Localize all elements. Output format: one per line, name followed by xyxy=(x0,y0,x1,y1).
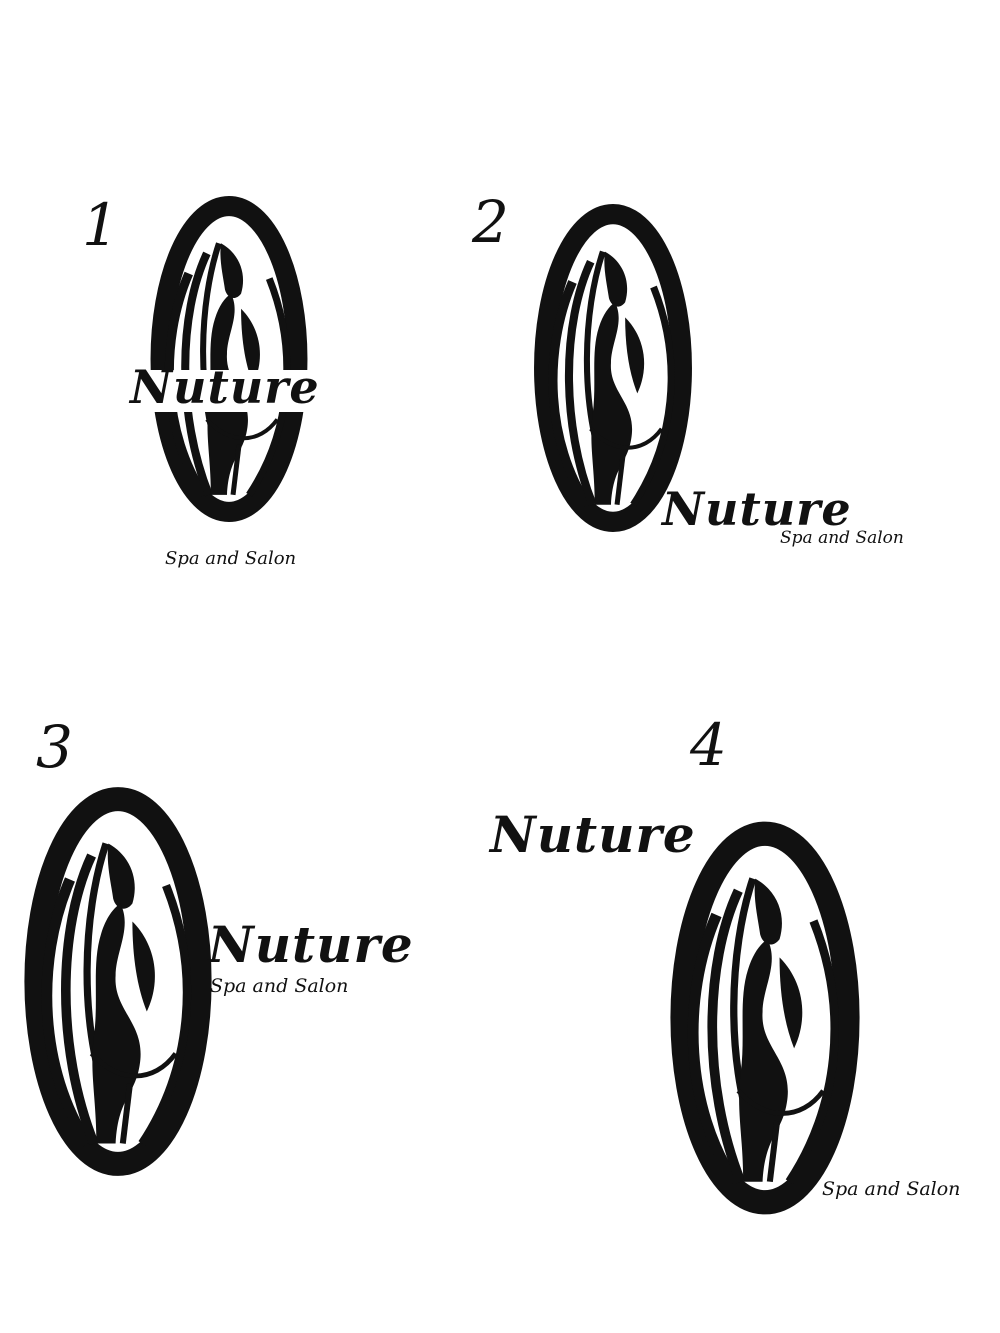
tagline: Spa and Salon xyxy=(210,975,349,997)
woman-silhouette-oval-icon xyxy=(532,187,694,549)
variant-number: 4 xyxy=(690,711,727,779)
variant-number: 2 xyxy=(472,188,509,256)
variant-number: 1 xyxy=(82,191,119,259)
tagline: Spa and Salon xyxy=(822,1178,961,1200)
brand-band xyxy=(135,370,325,412)
woman-silhouette-oval-icon xyxy=(668,806,862,1230)
brand-name: Nuture xyxy=(490,805,696,864)
tagline: Spa and Salon xyxy=(780,528,904,548)
woman-silhouette-oval-icon xyxy=(148,193,310,525)
tagline: Spa and Salon xyxy=(165,548,297,569)
brand-name: Nuture xyxy=(662,482,852,536)
brand-name: Nuture xyxy=(130,360,320,414)
brand-name: Nuture xyxy=(208,915,414,974)
woman-silhouette-oval-icon xyxy=(22,769,214,1194)
variant-number: 3 xyxy=(36,713,73,781)
